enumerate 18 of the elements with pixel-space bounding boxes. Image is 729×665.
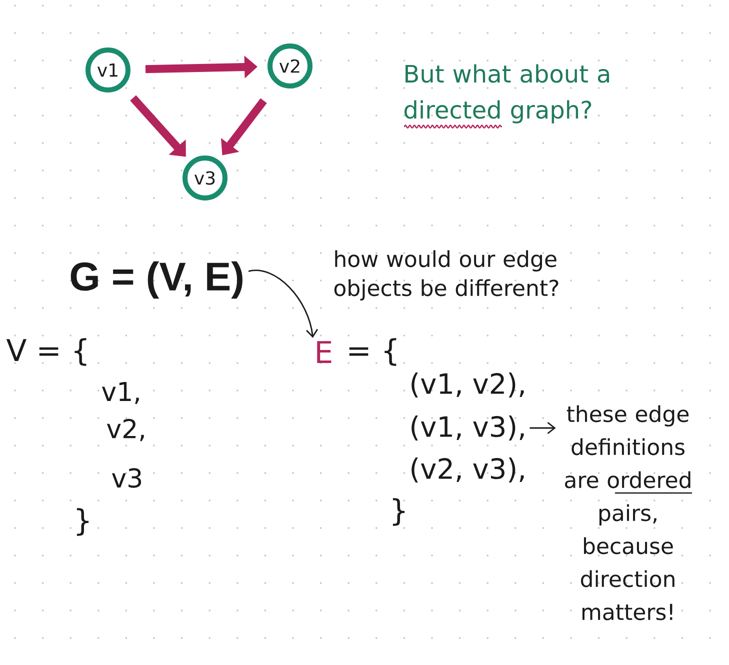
arrow	[530, 422, 556, 434]
set-name: E	[317, 341, 332, 363]
edge-pair: (v1, v2),	[412, 372, 524, 398]
note-text: these edge definitions are ordered pairs, because direction matters!	[565, 405, 690, 620]
arrow	[248, 270, 318, 338]
edge-pair: (v1, v3),	[412, 416, 524, 440]
set-element: v1,	[102, 382, 139, 404]
equals-brace: = {	[349, 338, 396, 366]
set-element: v2,	[106, 418, 144, 442]
set-element: v3	[112, 468, 142, 488]
question-text: But what about a directed graph?	[404, 64, 610, 124]
graph-equation: G = (V, E)	[70, 261, 242, 299]
edge-pair: (v2, v3),	[412, 458, 524, 482]
set-definition: V = {	[6, 338, 86, 366]
closing-brace: }	[76, 508, 89, 536]
note-text: how would our edge objects be different?	[334, 250, 558, 300]
closing-brace: }	[392, 498, 405, 526]
arrow	[130, 95, 186, 157]
